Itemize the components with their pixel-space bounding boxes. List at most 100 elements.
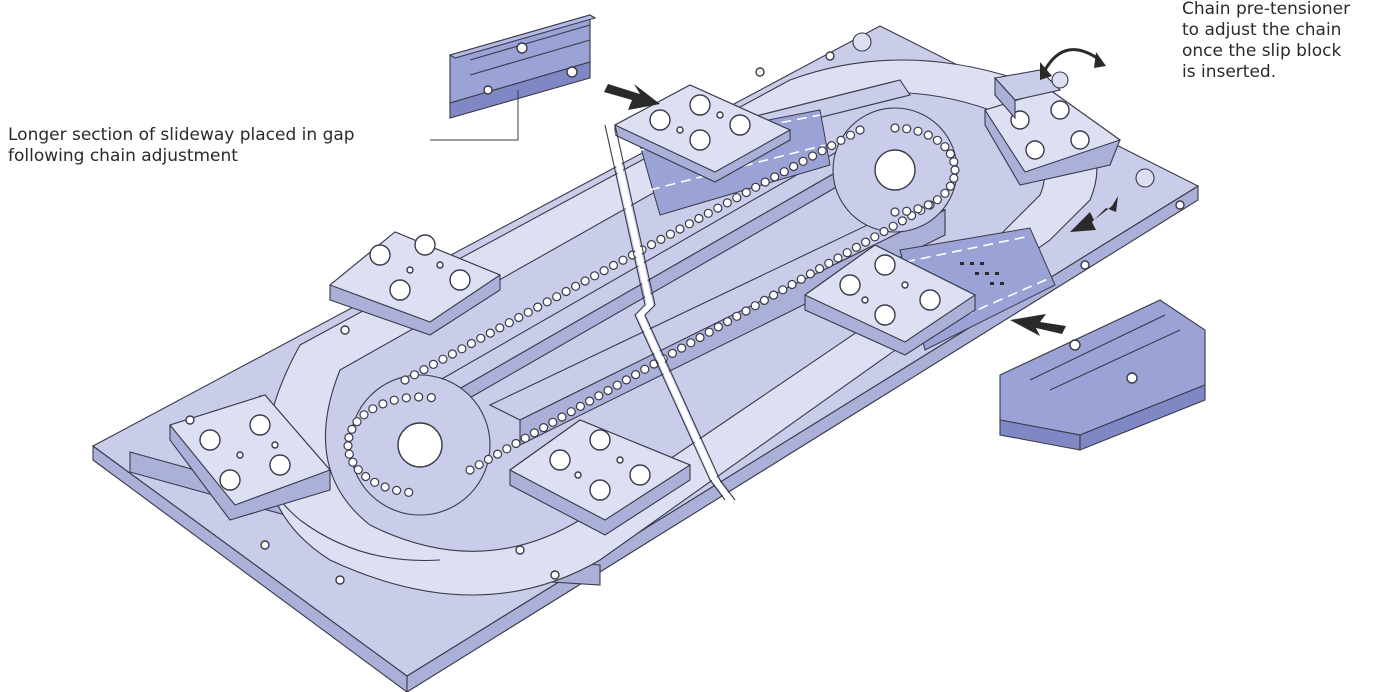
slideway-section-right [999, 299, 1206, 451]
chain-link [400, 375, 410, 385]
chain-link [389, 395, 399, 405]
chain-link [676, 343, 687, 353]
mounting-bolts [185, 32, 1185, 585]
chain-link [344, 432, 354, 443]
sprocket-left [349, 374, 491, 516]
chain-link [466, 338, 476, 349]
slideway-callout-line-2: following chain adjustment [8, 146, 238, 166]
chain-link [630, 370, 641, 380]
rotate-arrow [1040, 48, 1106, 80]
chain-link [401, 393, 411, 403]
chain-link [842, 248, 852, 258]
chain-link [495, 323, 505, 333]
chain-link [426, 393, 436, 403]
chain-link [370, 477, 380, 487]
chain-link [851, 242, 862, 252]
chain-link [618, 255, 628, 265]
chain-link [713, 203, 723, 213]
chain-link [870, 232, 880, 242]
chain-link [703, 208, 713, 218]
chain-link [741, 306, 751, 316]
chain-link [788, 161, 799, 172]
chain-link [855, 125, 865, 135]
chain-link [945, 149, 956, 159]
chain-link [667, 348, 678, 358]
chain-link [584, 396, 595, 406]
chain-link [485, 328, 495, 338]
chain-link [902, 206, 912, 216]
chain-link [409, 370, 420, 380]
chain-link [368, 404, 378, 414]
tensioner-callout-line-2: to adjust the chain [1182, 20, 1342, 40]
adjust-double-arrow [1070, 196, 1118, 232]
chain-link [608, 260, 619, 270]
chain-link [483, 454, 493, 464]
chain-link [836, 135, 846, 145]
chain-link [760, 177, 770, 187]
chain-link [913, 204, 923, 214]
chain-link [575, 401, 586, 411]
pallet-plate [508, 419, 692, 536]
chain-link [722, 198, 732, 208]
chain-link [732, 193, 742, 203]
chain-link [594, 391, 604, 401]
chain-link [361, 471, 371, 482]
chain-link [599, 266, 609, 276]
chain-link [589, 271, 600, 281]
pallet-plate [803, 244, 977, 356]
chain-link [529, 428, 540, 438]
chain-link [359, 410, 369, 420]
chain-link [770, 172, 780, 182]
chain-link [656, 234, 666, 244]
insert-arrow-right [1010, 314, 1066, 336]
chain-link [347, 424, 357, 434]
chain-link [686, 338, 696, 348]
chain-link [621, 375, 632, 385]
chain-link [945, 181, 956, 191]
chain-link [580, 276, 590, 286]
chain-link [879, 226, 889, 237]
chain-link [722, 317, 733, 327]
chain-link [890, 123, 900, 133]
chain-link [523, 307, 533, 317]
chain-link [504, 318, 514, 328]
chain-link [438, 354, 448, 364]
chain-link [447, 349, 457, 359]
chain-link [380, 482, 390, 492]
chain-link [923, 130, 933, 140]
chain-link [814, 264, 825, 274]
chain-link [932, 195, 943, 205]
chain-link [474, 460, 484, 470]
chain-link [353, 465, 363, 475]
chain-link [932, 135, 943, 145]
chain-link [902, 124, 912, 134]
chain-link [514, 312, 524, 323]
chain-link [428, 359, 438, 369]
chain-link [675, 224, 685, 234]
chain-link [779, 167, 789, 177]
chain-link [343, 441, 353, 451]
chain-link [557, 412, 567, 422]
chain-link [759, 295, 770, 305]
chain-link [612, 380, 622, 390]
pallet-plate [613, 84, 792, 183]
chain-link [890, 207, 900, 217]
chain-link [940, 188, 950, 198]
chain-link [860, 237, 871, 247]
chain-link [520, 433, 530, 443]
chain-link [665, 229, 676, 239]
chain-link [950, 165, 960, 175]
chain-link [888, 221, 898, 231]
chain-link [751, 182, 761, 192]
chain-link [548, 417, 558, 427]
chain-link [824, 258, 834, 268]
chain-link [476, 333, 486, 343]
tensioner-callout-line-1: Chain pre-tensioner [1182, 0, 1351, 19]
chain-link [561, 286, 571, 297]
chain-link [603, 385, 613, 396]
chain-link [465, 465, 475, 475]
chain-link [787, 279, 797, 290]
chain-link [348, 457, 358, 467]
